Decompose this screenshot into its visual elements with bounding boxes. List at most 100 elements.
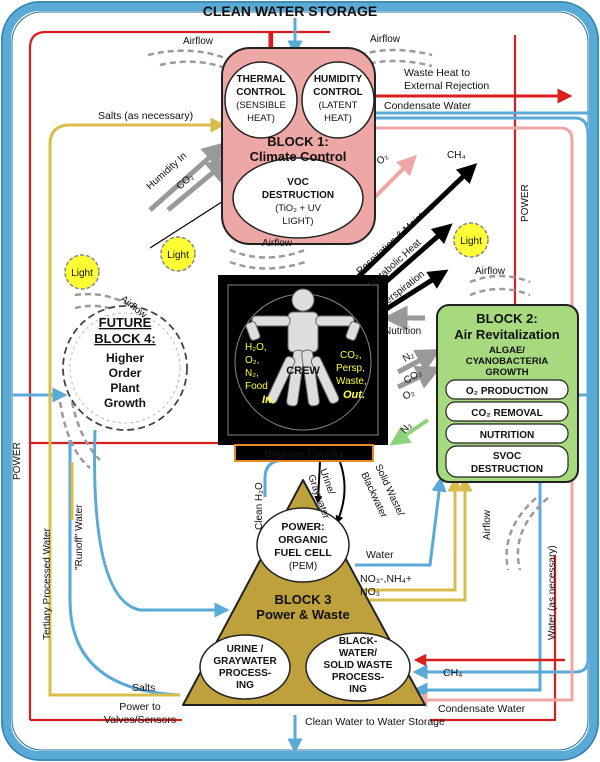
crew-in-2: O₂, xyxy=(245,355,259,366)
clean-water-storage-title: CLEAN WATER STORAGE xyxy=(203,3,378,19)
voc-l4: LIGHT) xyxy=(282,216,313,227)
waste-heat-l2: External Rejection xyxy=(404,80,489,92)
co2-removal: CO₂ REMOVAL xyxy=(471,408,542,419)
power-l1: POWER: xyxy=(281,521,324,533)
black-l4: PROCESS- xyxy=(332,672,384,683)
humidity-l2: CONTROL xyxy=(313,87,362,98)
block4-body-2: Order xyxy=(109,366,142,380)
voc-l3: (TiO₂ + UV xyxy=(275,203,321,214)
thermal-l4: HEAT) xyxy=(247,113,275,124)
clean-h2o-label: Clean H₂O xyxy=(254,482,265,530)
black-l3: SOLID WASTE xyxy=(324,660,393,671)
n2-label-1: N₂ xyxy=(401,349,416,364)
crew-in-1: H₂O, xyxy=(245,342,267,353)
urine-l1: URINE / xyxy=(227,644,264,655)
waste-heat-l1: Waste Heat to xyxy=(404,67,470,79)
block2-air-revitalization: BLOCK 2: Air Revitalization ALGAE/ CYANO… xyxy=(436,304,579,483)
salts-necessary-label: Salts (as necessary) xyxy=(98,110,193,122)
no3-label: NO₃ xyxy=(360,586,380,598)
power-valves-l2: Valves/Sensors xyxy=(104,714,176,726)
block1-climate-control: THERMAL CONTROL (SENSIBLE HEAT) HUMIDITY… xyxy=(221,47,376,245)
algae-l2: CYANOBACTERIA xyxy=(466,356,549,367)
runoff-label: "Runoff" Water xyxy=(74,504,85,570)
crew-panel: CREW H₂O, O₂, N₂, Food In. CO₂, Persp, W… xyxy=(218,275,388,445)
humidity-control-circle xyxy=(301,61,375,139)
block1-title: BLOCK 1: xyxy=(267,134,328,149)
crew-out-2: Persp, xyxy=(336,363,365,374)
block4-title-l1: FUTURE xyxy=(99,315,152,330)
hygiene-facility-bar xyxy=(234,444,374,462)
black-l5: ING xyxy=(349,684,367,695)
n2-arrow xyxy=(389,418,430,446)
urine-l4: ING xyxy=(236,680,254,691)
ch4-top-label: CH₄ xyxy=(447,150,466,161)
o2-production: O₂ PRODUCTION xyxy=(466,386,548,397)
condensate-water-top: Condensate Water xyxy=(384,100,472,112)
crew-in-4: Food xyxy=(245,381,268,392)
water-necessary-label: Water (as necessary) xyxy=(547,545,558,640)
voc-destruction-oval xyxy=(232,157,364,239)
crew-out-3: Waste, xyxy=(336,376,367,387)
blackwater-processing-oval xyxy=(305,632,411,702)
urine-l3: PROCESS- xyxy=(219,668,271,679)
nutrition-item: NUTRITION xyxy=(480,430,534,441)
power-valves-l1: Power to xyxy=(119,701,161,713)
light-icon: Light xyxy=(453,222,489,258)
block4-body-4: Growth xyxy=(104,396,146,410)
condensate-water-line xyxy=(375,126,574,708)
crew-out-1: CO₂, xyxy=(340,350,362,361)
hygiene-facility-label: Hygiene Facility xyxy=(264,448,344,460)
water-label: Water xyxy=(366,549,394,561)
humidity-l4: HEAT) xyxy=(324,113,352,124)
airflow-label-1: Airflow xyxy=(183,36,214,47)
power-left-label: POWER xyxy=(12,442,23,480)
light-label-2: Light xyxy=(71,268,93,279)
airflow-label-3: Airflow xyxy=(262,238,293,249)
condensate-water-bottom: Condensate Water xyxy=(438,703,526,715)
power-l4: (PEM) xyxy=(289,561,317,572)
clean-to-storage-label: Clean Water to Water Storage xyxy=(305,716,445,728)
power-l2: ORGANIC xyxy=(278,534,328,546)
airflow-label-6: Airflow xyxy=(482,509,493,540)
block1-subtitle: Climate Control xyxy=(250,149,347,164)
voc-l2: DESTRUCTION xyxy=(262,190,334,201)
crew-label: CREW xyxy=(286,365,320,377)
o2-label-2: O₂ xyxy=(401,387,417,402)
block4-future: FUTURE BLOCK 4: Higher Order Plant Growt… xyxy=(62,305,188,431)
thermal-l1: THERMAL xyxy=(237,74,286,85)
thermal-control-circle xyxy=(224,61,298,139)
black-l1: BLACK- xyxy=(339,636,377,647)
svoc-l2: DESTRUCTION xyxy=(471,464,543,475)
humidity-l3: (LATENT xyxy=(319,100,358,111)
thermal-l3: (SENSIBLE xyxy=(236,100,286,111)
crew-out-label: Out. xyxy=(343,389,365,401)
nutrition-label: Nutrition xyxy=(384,326,421,337)
crew-in-3: N₂, xyxy=(245,368,259,379)
thermal-l2: CONTROL xyxy=(236,87,285,98)
block4-body-1: Higher xyxy=(106,351,144,365)
block4-title-l2: BLOCK 4: xyxy=(94,331,155,346)
block2-subtitle: Air Revitalization xyxy=(454,327,560,342)
tertiary-label: Tertiary Processed Water xyxy=(42,527,53,640)
block3-power-waste: POWER: ORGANIC FUEL CELL (PEM) BLOCK 3 P… xyxy=(182,479,426,706)
water-lines xyxy=(12,18,590,754)
svoc-l1: SVOC xyxy=(493,451,521,462)
power-right-label: POWER xyxy=(520,184,531,222)
crew-in-label: In. xyxy=(262,394,275,406)
salts-label: Salts xyxy=(132,682,155,694)
humidity-l1: HUMIDITY xyxy=(314,74,363,85)
power-lines xyxy=(28,30,557,722)
black-l2: WATER/ xyxy=(339,648,377,659)
ch4-bottom-label: CH₄ xyxy=(443,667,462,679)
light-icon: Light xyxy=(64,254,100,290)
light-icon: Light xyxy=(160,236,196,272)
power-l3: FUEL CELL xyxy=(274,547,332,559)
astronaut-figure xyxy=(245,288,361,407)
fuel-cell-oval xyxy=(256,507,350,583)
urine-l2: GRAYWATER xyxy=(213,656,277,667)
block4-body-3: Plant xyxy=(110,381,139,395)
light-label-1: Light xyxy=(167,250,189,261)
gas-arrows xyxy=(148,141,442,390)
algae-l1: ALGAE/ xyxy=(489,345,525,356)
